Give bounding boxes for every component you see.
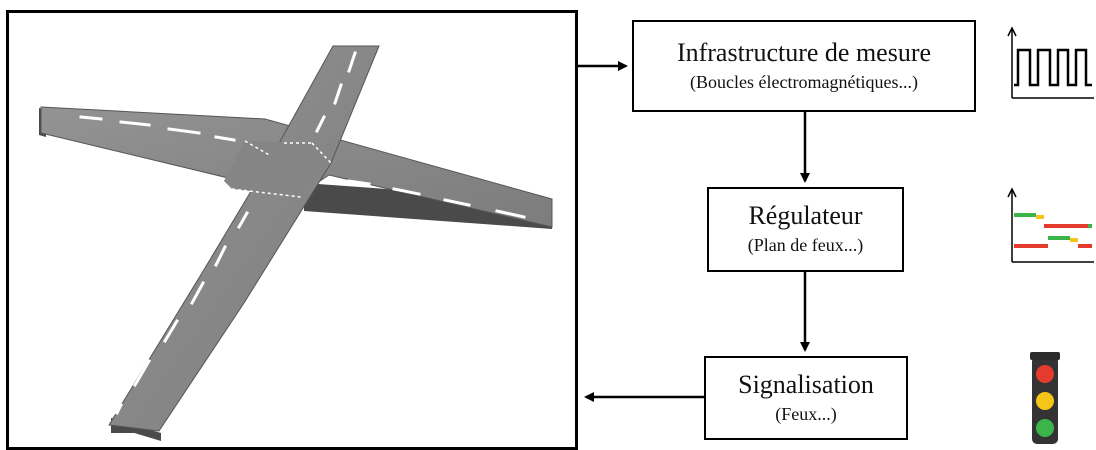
pulse-signal-icon <box>1007 26 1094 99</box>
controller-title: Régulateur <box>748 201 863 231</box>
stop-lines <box>231 140 332 198</box>
controller-subtitle: (Plan de feux...) <box>747 235 864 255</box>
signal-timing-plan-icon <box>1007 187 1094 263</box>
traffic-light-icon <box>1030 352 1060 444</box>
crossroads-illustration <box>39 45 553 441</box>
measure-subtitle: (Boucles électromagnétiques...) <box>690 71 918 92</box>
signal-title: Signalisation <box>738 369 874 399</box>
measure-title: Infrastructure de mesure <box>676 37 932 67</box>
vertical-road <box>108 45 380 432</box>
signal-box: Signalisation (Feux...) <box>704 356 908 440</box>
controller-box: Régulateur (Plan de feux...) <box>707 187 904 272</box>
measure-box: Infrastructure de mesure (Boucles électr… <box>632 20 976 112</box>
lane-markings <box>79 51 526 416</box>
signal-subtitle: (Feux...) <box>775 403 837 424</box>
intersection-area <box>224 141 331 197</box>
intersection-panel <box>6 10 578 450</box>
